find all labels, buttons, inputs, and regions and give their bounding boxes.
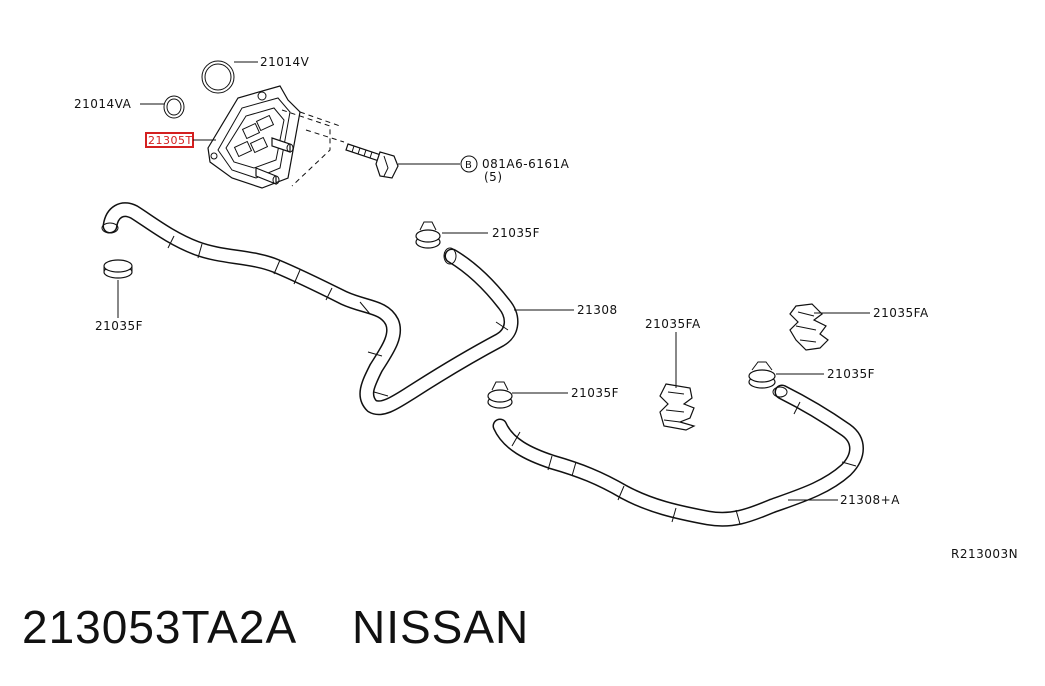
bolt-qty-label: (5) [484, 170, 503, 184]
bolt-callout-circle [460, 155, 478, 173]
clamp-right-part [748, 361, 776, 389]
lower-hose-label: 21308+A [840, 493, 900, 507]
brand-text: NISSAN [352, 601, 530, 653]
bolt-code-label: 081A6-6161A [482, 157, 570, 171]
oring-large-label: 21014V [260, 55, 310, 69]
oring-large-part [201, 60, 235, 94]
clamp-mid-part [487, 381, 513, 409]
diagram-code-label: R213003N [951, 547, 1018, 561]
oil-cooler-part [207, 85, 301, 189]
upper-hose-part [101, 202, 519, 416]
part-number-text: 213053TA2A [22, 601, 298, 653]
clamp-left-part [103, 259, 133, 279]
clip-fa-left-part [659, 383, 696, 431]
oring-small-part [163, 95, 185, 119]
cooler-highlight-label: 21305T [148, 134, 193, 147]
clip-fa-right-part [789, 303, 829, 351]
oring-small-label: 21014VA [74, 97, 132, 111]
oil-cooler-assembly [163, 60, 399, 189]
clamp-right-label: 21035F [827, 367, 875, 381]
clip-fa-right-label: 21035FA [873, 306, 929, 320]
lower-hose-part [492, 384, 864, 527]
clip-fa-left-label: 21035FA [645, 317, 701, 331]
upper-hose-label: 21308 [577, 303, 618, 317]
clamp-mid-label: 21035F [571, 386, 619, 400]
bolt-callout-symbol: B [465, 160, 472, 171]
clamp-left-label: 21035F [95, 319, 143, 333]
clamp-upper-part [415, 221, 441, 249]
bolt-part [345, 143, 399, 179]
clamp-upper-label: 21035F [492, 226, 540, 240]
